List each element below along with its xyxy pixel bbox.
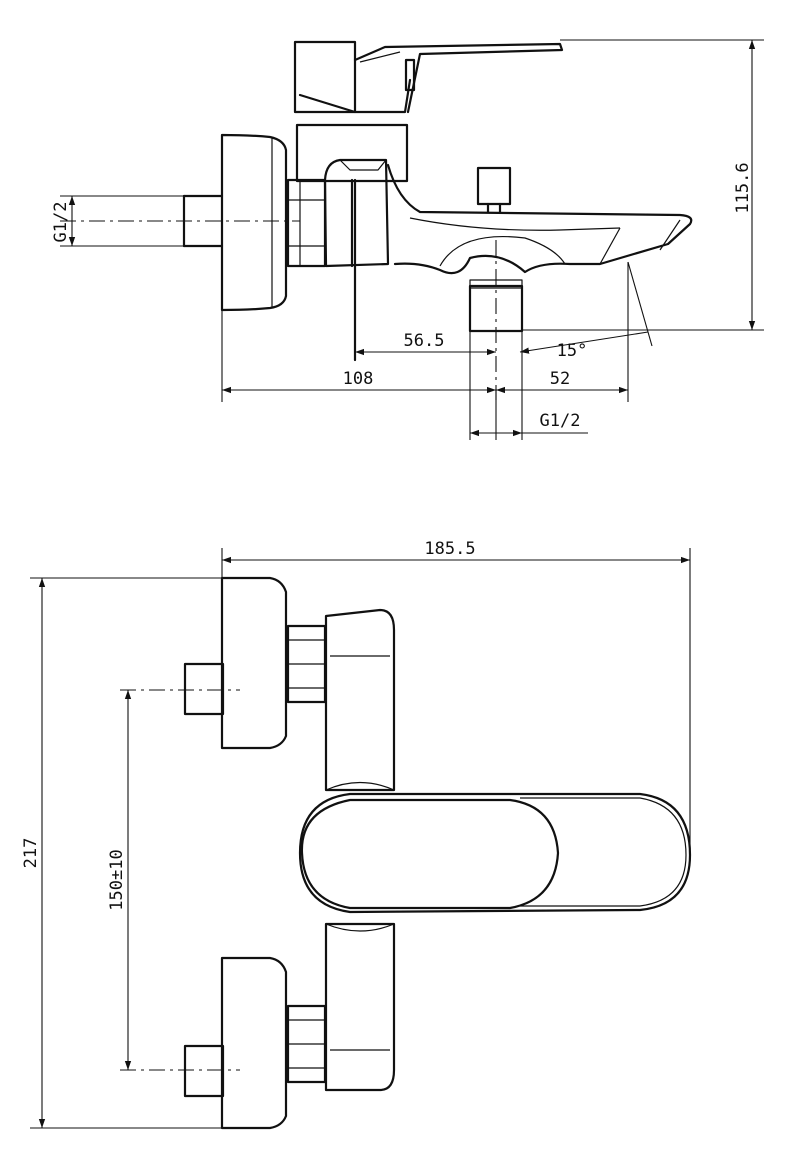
handle-front [298, 792, 692, 914]
dim-height-115-6: 115.6 [733, 162, 753, 213]
wall-rosette-lower [120, 956, 288, 1130]
dim-overall-width: 185.5 [424, 539, 475, 559]
dim-pipe-thread-left: G1/2 [51, 202, 71, 243]
front-view: 185.5 217 150±10 [21, 539, 692, 1130]
handle-side [293, 40, 564, 114]
hex-nut-upper [286, 624, 327, 704]
inlet-pipe-side [60, 194, 300, 248]
dim-wall-to-outlet: 108 [343, 369, 374, 389]
side-view-dimensions: 115.6 G1/2 56.5 15° 108 52 [51, 39, 764, 440]
mixer-body-side [295, 123, 409, 362]
dim-outlet-thread: G1/2 [540, 411, 581, 431]
dim-overall-height: 217 [21, 838, 41, 869]
dim-outlet-to-tip: 52 [550, 369, 570, 389]
hex-nut-side [286, 178, 327, 268]
side-view: 115.6 G1/2 56.5 15° 108 52 [51, 39, 764, 440]
hex-nut-lower [286, 1004, 327, 1084]
dim-inlet-spacing: 150±10 [107, 849, 127, 910]
wall-rosette-side [220, 133, 288, 312]
mixer-arms-front [324, 608, 396, 1092]
dim-spout-offset: 56.5 [404, 331, 445, 351]
wall-rosette-upper [120, 576, 288, 750]
front-view-dimensions: 185.5 217 150±10 [21, 539, 691, 1129]
spout-side [386, 163, 693, 400]
dim-spout-angle: 15° [557, 341, 588, 361]
